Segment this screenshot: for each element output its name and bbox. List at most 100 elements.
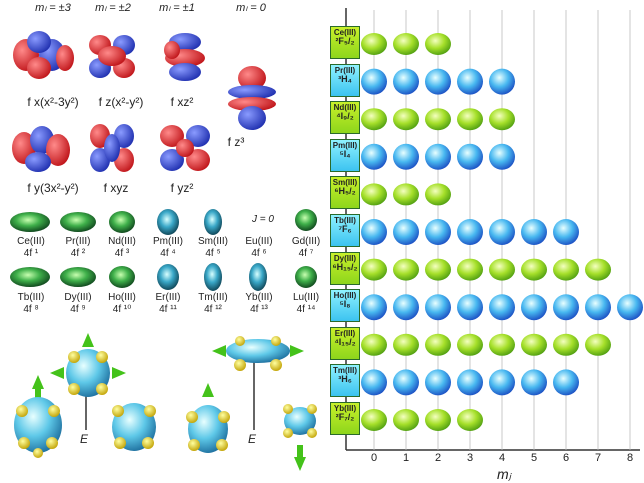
mj-state-sphere: [457, 143, 483, 170]
mj-state-sphere: [393, 108, 419, 131]
mj-state-sphere: [489, 258, 515, 281]
label-fz: f z(x²-y²): [98, 95, 144, 109]
ion-pr-label: Pr(III): [65, 236, 91, 247]
mj-state-sphere: [361, 294, 387, 321]
ion-term-symbol: ³H₄: [338, 73, 352, 84]
mj-state-sphere: [425, 33, 451, 55]
mj-state-sphere: [457, 369, 483, 396]
ion-dy-config: 4f ⁹: [70, 304, 86, 315]
mj-state-sphere: [393, 33, 419, 55]
mj-state-sphere: [521, 333, 547, 356]
mj-state-sphere: [393, 219, 419, 245]
mj-state-sphere: [553, 219, 579, 245]
mj-state-sphere: [425, 409, 451, 431]
mj-state-sphere: [361, 369, 387, 396]
ion-term-symbol: ²F₇/₂: [335, 412, 355, 422]
ion-term-name: Pr(III): [334, 65, 356, 75]
mj-state-sphere: [425, 333, 451, 356]
ion-gd-label: Gd(III): [291, 236, 321, 247]
mj-tick-3: 3: [466, 452, 474, 464]
mj-state-sphere: [361, 219, 387, 245]
ml-header-3: mₗ = ±3: [35, 2, 71, 14]
ion-term-box: Ce(III)²F₅/₂: [330, 26, 360, 59]
mj-state-sphere: [553, 258, 579, 281]
label-fz3: f z³: [227, 135, 245, 149]
ion-term-symbol: ⁴I₉/₂: [336, 111, 354, 122]
ion-shapes: [10, 209, 317, 291]
ion-er-label: Er(III): [155, 292, 181, 303]
ion-ellipsoids-row2: [10, 263, 317, 291]
orbital-fy-icon: [12, 126, 70, 172]
orbital-fxz2-icon: [164, 33, 205, 81]
mj-state-sphere: [489, 143, 515, 170]
oblate-ion-right-icon: [283, 404, 317, 471]
ion-term-box: Tm(III)³H₆: [330, 364, 360, 398]
mj-tick-6: 6: [562, 452, 570, 464]
ion-ho-label: Ho(III): [108, 292, 136, 303]
prolate-ion-field-icon: [50, 333, 126, 397]
orbital-fyz2-icon: [160, 125, 210, 171]
ion-term-box: Ho(III)⁵I₈: [330, 289, 360, 323]
mj-state-sphere: [489, 108, 515, 131]
ion-yb-label: Yb(III): [245, 292, 273, 303]
mj-state-sphere: [425, 143, 451, 170]
mj-state-sphere: [393, 333, 419, 356]
mj-state-sphere: [489, 369, 515, 396]
mj-state-sphere: [361, 33, 387, 55]
mj-tick-1: 1: [402, 452, 410, 464]
ion-term-symbol: ⁴I₁₅/₂: [334, 336, 356, 347]
mj-state-sphere: [425, 68, 451, 95]
ion-tm-config: 4f ¹²: [204, 304, 222, 315]
mj-state-sphere: [521, 369, 547, 396]
ion-term-symbol: ⁵I₄: [339, 148, 351, 159]
mj-state-sphere: [393, 294, 419, 321]
ion-term-symbol: ⁶H₅/₂: [334, 186, 356, 197]
mj-state-sphere: [585, 258, 611, 281]
mj-state-sphere: [521, 258, 547, 281]
mj-state-sphere: [489, 68, 515, 95]
mj-state-sphere: [457, 258, 483, 281]
mj-state-sphere: [361, 108, 387, 131]
mj-state-sphere: [425, 219, 451, 245]
mj-state-sphere: [393, 68, 419, 95]
mj-state-sphere: [393, 369, 419, 396]
prolate-ion-icon: [14, 375, 62, 458]
label-fxz2: f xz²: [170, 95, 194, 109]
ion-term-box: Tb(III)⁷F₆: [330, 214, 360, 247]
mj-tick-8: 8: [626, 452, 634, 464]
ion-term-name: Nd(III): [333, 103, 357, 113]
ion-term-box: Nd(III)⁴I₉/₂: [330, 101, 360, 135]
j-zero-label: J = 0: [252, 214, 274, 225]
mj-state-sphere: [489, 333, 515, 356]
ion-term-symbol: ⁶H₁₅/₂: [332, 261, 358, 272]
ion-term-name: Tm(III): [333, 366, 357, 376]
ion-term-symbol: ³H₆: [338, 374, 352, 385]
ion-eu-label: Eu(III): [245, 236, 273, 247]
ion-pm-label: Pm(III): [153, 236, 183, 247]
mj-state-sphere: [489, 294, 515, 321]
mj-state-sphere: [457, 333, 483, 356]
mj-axis-label: mⱼ: [497, 466, 512, 482]
ion-term-name: Ho(III): [333, 291, 357, 301]
label-fyz2: f yz²: [170, 181, 194, 195]
orbital-fz3-icon: [228, 66, 276, 130]
ion-tm-label: Tm(III): [198, 292, 228, 303]
ion-dy-label: Dy(III): [64, 292, 92, 303]
ion-ho-config: 4f ¹⁰: [112, 304, 132, 315]
mj-state-sphere: [393, 143, 419, 170]
mj-state-sphere: [361, 183, 387, 206]
label-fxyz: f xyz: [103, 181, 129, 195]
mj-state-sphere: [521, 219, 547, 245]
oblate-ion-field-icon: [212, 336, 304, 371]
mj-state-sphere: [489, 219, 515, 245]
prolate-ion-right-icon: [112, 403, 156, 451]
mj-state-sphere: [457, 108, 483, 131]
ion-term-box: Dy(III)⁶H₁₅/₂: [330, 251, 360, 285]
field-label-1: E: [80, 432, 89, 446]
mj-state-sphere: [361, 409, 387, 431]
ligand-field-illustrations: [14, 333, 317, 471]
ion-ellipsoids-row1: [10, 209, 317, 235]
mj-state-sphere: [393, 183, 419, 206]
ml-header-0: mₗ = 0: [236, 2, 266, 14]
mj-state-sphere: [425, 108, 451, 131]
